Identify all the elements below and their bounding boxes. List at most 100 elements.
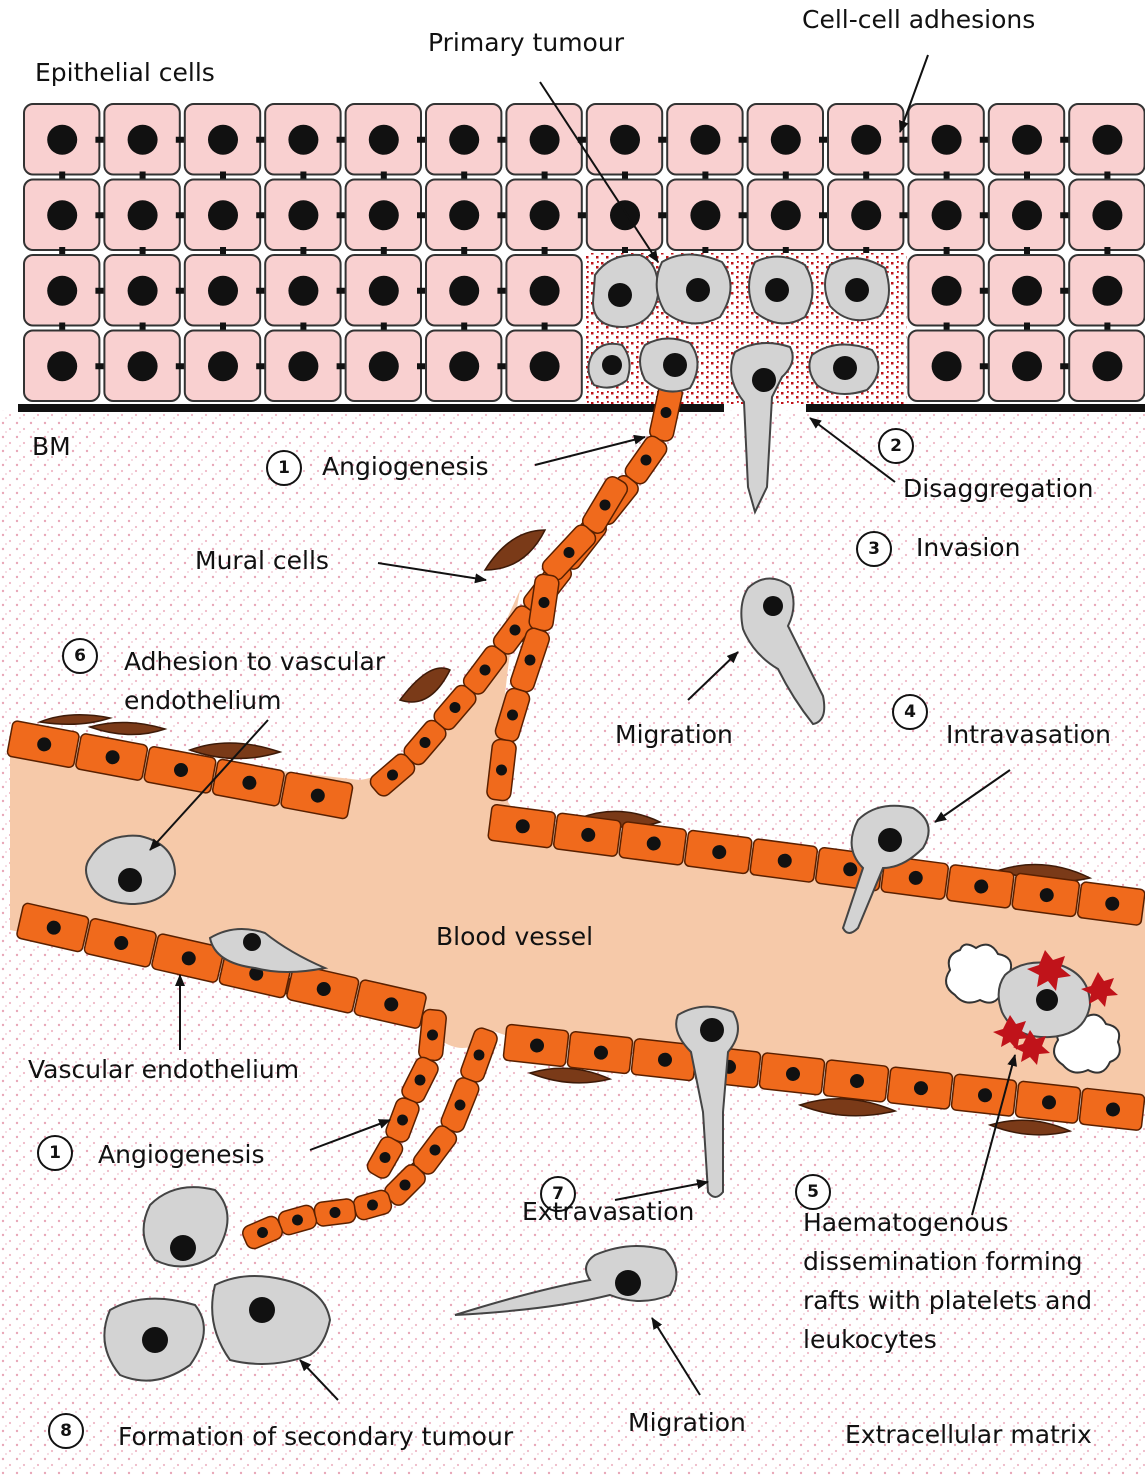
epithelial-cell — [908, 331, 983, 402]
epithelial-cell — [908, 255, 983, 326]
epithelial-cell — [989, 255, 1064, 326]
epithelial-cell — [24, 180, 99, 251]
cell-junction — [95, 288, 104, 294]
cell-junction — [497, 212, 506, 218]
cell-junction — [819, 137, 828, 143]
epithelial-cell — [185, 104, 260, 175]
cell-junction — [95, 212, 104, 218]
endothelial-cell — [553, 813, 621, 857]
tumour-cell — [749, 257, 813, 324]
secondary-tumour-label: Formation of secondary tumour — [118, 1422, 513, 1452]
cell-junction — [1060, 137, 1069, 143]
step-4-badge: 4 — [892, 694, 928, 730]
endothelial-cell — [1077, 882, 1145, 926]
cell-junction — [899, 212, 908, 218]
endothelial-cell — [750, 839, 818, 883]
endothelial-cell — [759, 1053, 825, 1096]
epithelial-cell — [506, 180, 581, 251]
tumour-cell — [657, 255, 731, 324]
blood-vessel-label: Blood vessel — [436, 922, 593, 952]
angiogenesis-top-label: Angiogenesis — [322, 452, 489, 482]
epithelial-cell — [346, 180, 421, 251]
epithelial-cell — [667, 104, 742, 175]
cell-junction — [980, 288, 989, 294]
epithelial-cell — [426, 180, 501, 251]
step-8-badge: 8 — [48, 1413, 84, 1449]
cell-junction — [417, 137, 426, 143]
migration-bottom-label: Migration — [628, 1408, 746, 1438]
epithelial-cell — [265, 255, 340, 326]
epithelial-cell — [24, 104, 99, 175]
tumour-cell — [825, 258, 889, 320]
sprout-cell — [314, 1198, 357, 1227]
epithelial-cell — [265, 331, 340, 402]
endothelial-cell — [1015, 1081, 1081, 1124]
endothelial-cell — [684, 830, 752, 874]
cell-junction — [417, 212, 426, 218]
epithelial-cell — [748, 104, 823, 175]
step-6-badge: 6 — [62, 638, 98, 674]
cell-junction — [819, 212, 828, 218]
epithelial-cell — [989, 180, 1064, 251]
extravasation-label: Extravasation — [522, 1197, 694, 1227]
cell-junction — [497, 288, 506, 294]
tumour-cell — [144, 1187, 228, 1266]
cell-junction — [497, 363, 506, 369]
cell-junction — [980, 137, 989, 143]
epithelial-cell — [185, 255, 260, 326]
endothelial-cell — [946, 864, 1014, 908]
epithelial-cell — [1069, 331, 1144, 402]
epithelial-cell — [828, 104, 903, 175]
step-1-badge: 1 — [266, 450, 302, 486]
cell-junction — [739, 212, 748, 218]
cell-junction — [337, 137, 346, 143]
cell-junction — [497, 137, 506, 143]
epithelial-cell — [587, 180, 662, 251]
epithelial-cell — [506, 104, 581, 175]
epithelial-cell — [265, 104, 340, 175]
cell-junction — [899, 137, 908, 143]
cell-junction — [176, 212, 185, 218]
cell-junction — [980, 363, 989, 369]
epithelial-cell — [426, 255, 501, 326]
epithelial-cells-label: Epithelial cells — [35, 58, 215, 88]
migration-mid-label: Migration — [615, 720, 733, 750]
cell-junction — [337, 212, 346, 218]
epithelial-cell — [104, 255, 179, 326]
endothelial-cell — [951, 1074, 1017, 1117]
epithelial-cell — [506, 331, 581, 402]
epithelial-cell — [24, 331, 99, 402]
cell-junction — [980, 212, 989, 218]
cell-junction — [256, 137, 265, 143]
epithelial-cell — [346, 104, 421, 175]
cell-junction — [417, 288, 426, 294]
epithelial-cell — [908, 180, 983, 251]
primary-tumour-label: Primary tumour — [428, 28, 624, 58]
epithelial-cell — [908, 104, 983, 175]
epithelial-cell — [104, 104, 179, 175]
epithelial-cell — [426, 104, 501, 175]
sprout-cell — [418, 1009, 447, 1061]
mural-cells-label: Mural cells — [195, 546, 329, 576]
endothelial-cell — [567, 1031, 633, 1074]
cell-junction — [337, 288, 346, 294]
cell-junction — [95, 137, 104, 143]
intravasation-label: Intravasation — [946, 720, 1111, 750]
cell-junction — [256, 363, 265, 369]
tumour-cell — [593, 255, 658, 327]
bm-label: BM — [32, 432, 71, 462]
endothelial-cell — [503, 1024, 569, 1067]
tumour-cell — [86, 836, 175, 904]
epithelial-cell — [989, 104, 1064, 175]
cell-cell-adhesions-label: Cell-cell adhesions — [802, 5, 1035, 35]
epithelial-cell — [185, 180, 260, 251]
tumour-cell — [809, 345, 878, 394]
epithelial-cell — [426, 331, 501, 402]
tumour-cell — [640, 338, 698, 391]
cell-junction — [337, 363, 346, 369]
cell-junction — [1060, 212, 1069, 218]
cell-junction — [256, 212, 265, 218]
step-2-badge: 2 — [878, 428, 914, 464]
endothelial-cell — [1012, 873, 1080, 917]
